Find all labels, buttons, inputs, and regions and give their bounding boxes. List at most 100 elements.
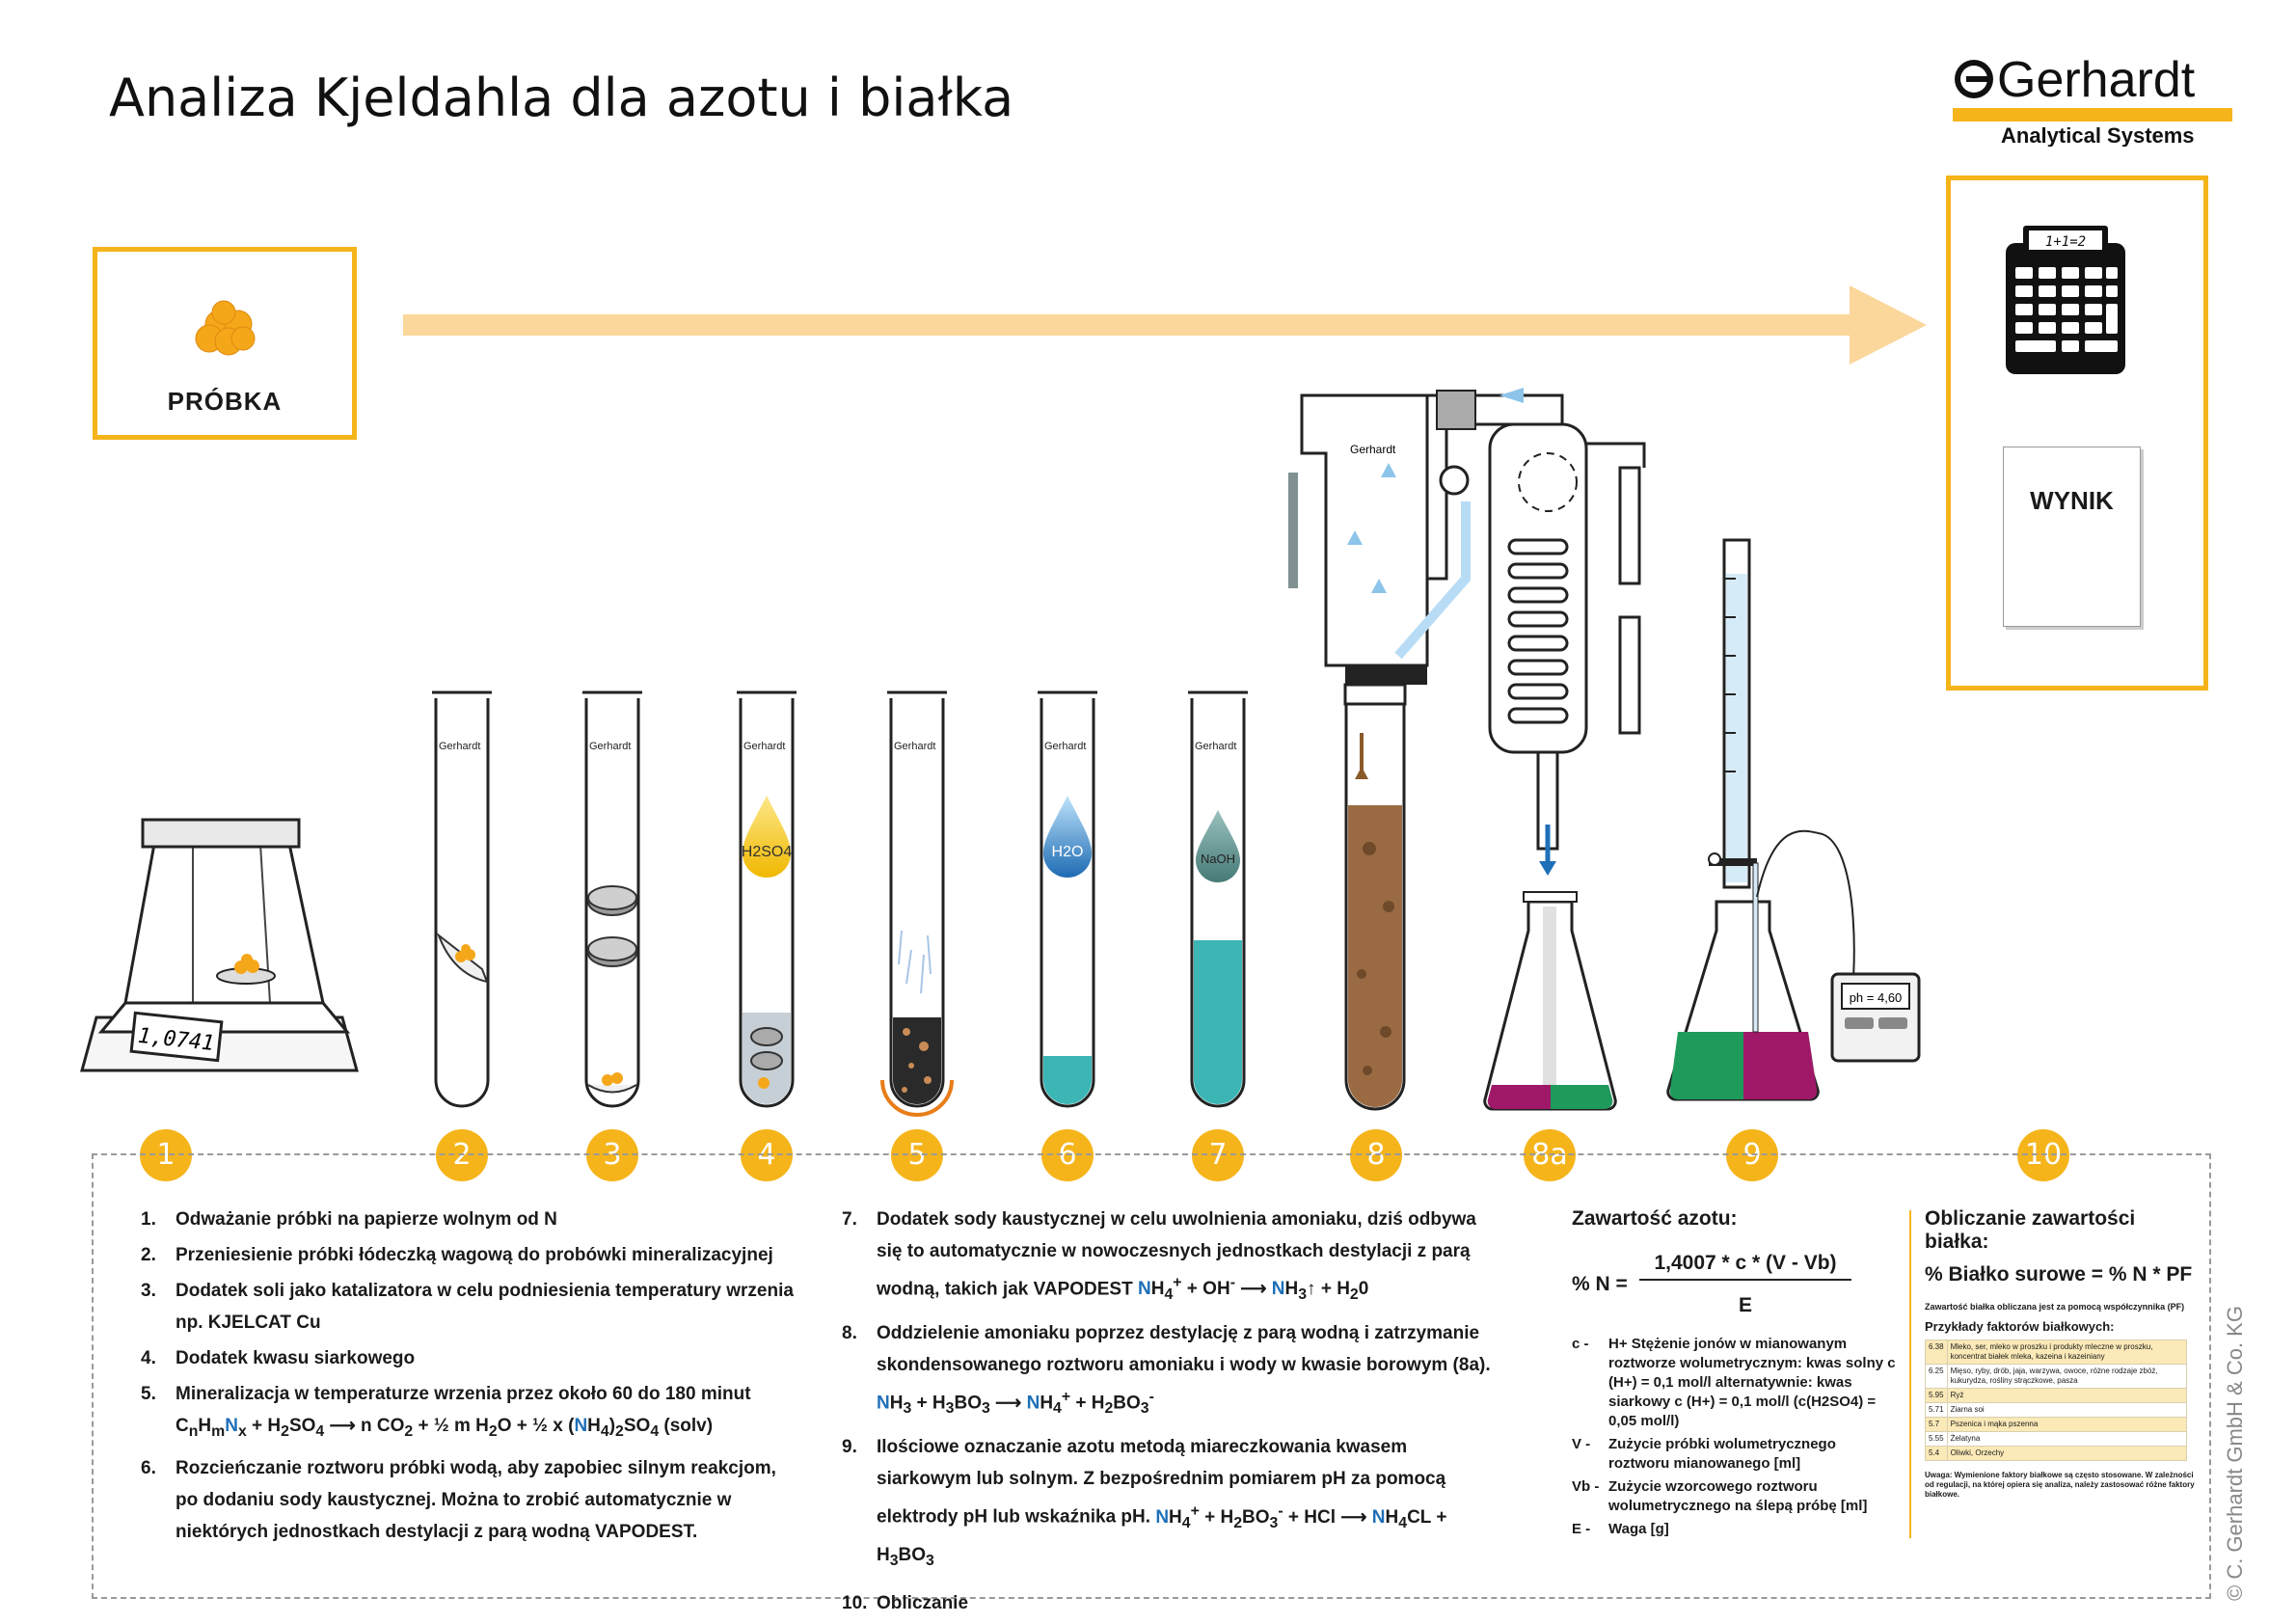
step-badge-3: 3: [586, 1129, 638, 1181]
formula-prefix: % N =: [1572, 1273, 1628, 1295]
step-number: 1.: [141, 1209, 156, 1230]
result-document: WYNIK: [2003, 447, 2141, 627]
factor-desc: Mleko, ser, mleko w proszku i produkty m…: [1946, 1340, 2188, 1365]
copyright: © C. Gerhardt GmbH & Co. KG: [2223, 1306, 2247, 1601]
steps-list-right: 7.Dodatek sody kaustycznej w celu uwolni…: [842, 1204, 1498, 1619]
logo-brand: Gerhardt: [1997, 52, 2196, 108]
nitrogen-calculation: Zawartość azotu: % N = 1,4007 * c * (V -…: [1572, 1207, 1900, 1539]
step-text: Dodatek soli jako katalizatora w celu po…: [176, 1281, 794, 1333]
factors-heading: Przykłady faktorów białkowych:: [1925, 1319, 2115, 1334]
step-number: 6.: [141, 1457, 156, 1478]
steps-list-left: 1.Odważanie próbki na papierze wolnym od…: [141, 1204, 797, 1548]
legend-v: V - Zużycie próbki wolumetrycznego roztwo…: [1572, 1435, 1900, 1474]
factor-value: 5.55: [1925, 1431, 1948, 1447]
page-title: Analiza Kjeldahla dla azotu i białka: [109, 68, 1014, 128]
legend-text: Waga [g]: [1608, 1521, 1669, 1537]
factor-desc: Żelatyna: [1946, 1431, 2188, 1447]
step-text: Rozcieńczanie roztworu próbki wodą, aby …: [176, 1457, 776, 1542]
step-number: 3.: [141, 1281, 156, 1301]
description-panel: [92, 1153, 2211, 1599]
sample-granules-icon: [195, 300, 256, 356]
factor-desc: Oliwki, Orzechy: [1946, 1446, 2188, 1461]
tube-brand-2: Gerhardt: [439, 741, 480, 752]
sulfuric-acid-drop: [743, 796, 791, 878]
factor-value: 5.4: [1925, 1446, 1948, 1461]
protein-footnote: Uwaga: Wymienione faktory białkowe są cz…: [1925, 1471, 2195, 1499]
water-label: H2O: [1052, 844, 1084, 860]
tube-brand-6: Gerhardt: [1044, 741, 1086, 752]
tube-6: [1038, 690, 1097, 1108]
step-text: Obliczanie: [877, 1593, 969, 1614]
steam-distillation-unit: Gerhardt: [1288, 388, 1646, 1111]
legend-text: Zużycie wzorcowego roztworu wolumetryczn…: [1608, 1478, 1868, 1514]
digestion-mixture: [893, 1017, 941, 1104]
step-number: 8.: [842, 1323, 857, 1344]
step-7: 7.Dodatek sody kaustycznej w celu uwolni…: [842, 1204, 1498, 1312]
unit-brand: Gerhardt: [1350, 443, 1396, 456]
formula-denominator: E: [1738, 1294, 1752, 1316]
tube-7: [1188, 690, 1248, 1108]
protein-calculation: Obliczanie zawartości białka: % Białko s…: [1925, 1207, 2195, 1500]
nitrogen-formula: % N = 1,4007 * c * (V - Vb) E: [1572, 1252, 1900, 1317]
step-2: 2.Przeniesienie próbki łódeczką wagową d…: [141, 1239, 797, 1271]
legend-key: V -: [1572, 1436, 1591, 1452]
step-5: 5. Mineralizacja w temperaturze wrzenia p…: [141, 1378, 797, 1410]
step-number: 10.: [842, 1593, 868, 1614]
tube-2: [432, 690, 492, 1108]
factor-desc: Pszenica i mąka pszenna: [1946, 1417, 2188, 1432]
factor-value: 5.95: [1925, 1388, 1948, 1403]
naoh-label: NaOH: [1201, 852, 1235, 866]
protein-note: Zawartość białka obliczana jest za pomoc…: [1925, 1302, 2185, 1312]
water-drop: [1043, 796, 1092, 878]
factor-value: 6.25: [1925, 1364, 1948, 1389]
legend-key: E -: [1572, 1521, 1591, 1537]
step-4: 4.Dodatek kwasu siarkowego: [141, 1342, 797, 1374]
result-box: 1+1=2: [1946, 176, 2208, 690]
legend-text: H+ Stężenie jonów w mianowanym roztworze…: [1608, 1336, 1896, 1429]
step-text: Przeniesienie próbki łódeczką wagową do …: [176, 1245, 773, 1265]
equation-ammonia-release: NH4+ + OH- ⟶ NH3↑ + H20: [1138, 1275, 1369, 1304]
legend-key: Vb -: [1572, 1478, 1600, 1495]
factor-desc: Ryż: [1946, 1388, 2188, 1403]
tube-brand-7: Gerhardt: [1195, 741, 1236, 752]
step-text: Mineralizacja w temperaturze wrzenia prz…: [176, 1384, 751, 1404]
protein-formula: % Białko surowe = % N * PF: [1925, 1263, 2193, 1286]
sample-box: PRÓBKA: [93, 247, 357, 440]
step-number: 7.: [842, 1209, 857, 1230]
formula-numerator: 1,4007 * c * (V - Vb): [1639, 1252, 1851, 1281]
gerhardt-logo: Gerhardt Analytical Systems: [1953, 50, 2232, 148]
tube-5: [887, 690, 947, 1108]
legend-vb: Vb - Zużycie wzorcowego roztworu wolumetr…: [1572, 1477, 1900, 1516]
step-number: 4.: [141, 1348, 156, 1368]
factor-value: 5.7: [1925, 1417, 1948, 1432]
legend-e: E - Waga [g]: [1572, 1520, 1900, 1539]
step-badge-9: 9: [1726, 1129, 1778, 1181]
calculator-icon: 1+1=2: [2006, 226, 2125, 374]
kjeldahl-process-illustration: 1,0741 Gerhardt Gerhardt Gerhardt Gerhar…: [80, 388, 1921, 1117]
tube-brand-3: Gerhardt: [589, 741, 631, 752]
step-number: 9.: [842, 1437, 857, 1458]
legend-c: c -H+ Stężenie jonów w mianowanym roztwo…: [1572, 1335, 1900, 1431]
legend-text: Zużycie próbki wolumetrycznego roztworu …: [1608, 1436, 1836, 1472]
factor-value: 6.38: [1925, 1340, 1948, 1365]
step-text: Oddzielenie amoniaku poprzez destylację …: [877, 1323, 1491, 1376]
factor-desc: Ziarna soi: [1946, 1402, 2188, 1418]
step-badge-2: 2: [436, 1129, 488, 1181]
calculator-display: 1+1=2: [2045, 234, 2086, 250]
receiving-flask-8a: [1483, 891, 1617, 1111]
step-text: Ilościowe oznaczanie azotu metodą miarec…: [877, 1437, 1446, 1528]
acid-label: H2SO4: [742, 844, 793, 860]
step-number: 5.: [141, 1384, 156, 1404]
step-6: 6. Rozcieńczanie roztworu próbki wodą, ab…: [141, 1452, 797, 1548]
equation-boric-acid: NH3 + H3BO3 ⟶ NH4+ + H2BO3-: [877, 1389, 1154, 1418]
nitrogen-heading: Zawartość azotu:: [1572, 1207, 1738, 1230]
tube-3: [582, 690, 642, 1108]
column-divider: [1909, 1210, 1911, 1538]
